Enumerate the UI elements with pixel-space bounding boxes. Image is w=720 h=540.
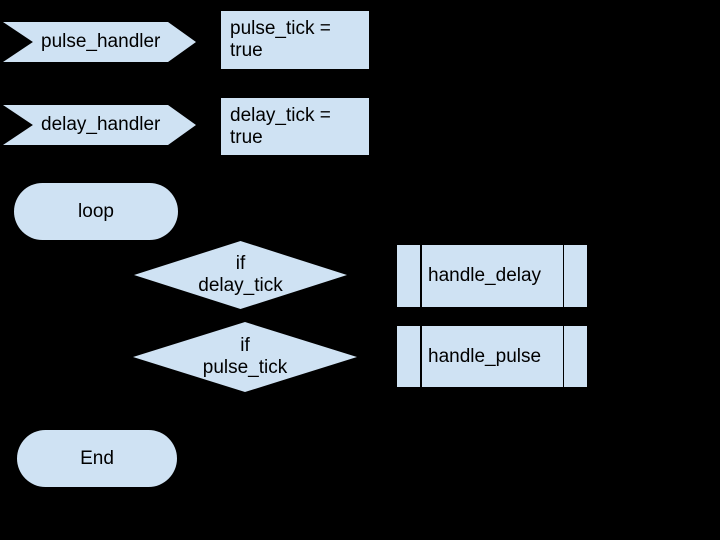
node-if-delay-tick-decision: if delay_tick [134,241,347,309]
node-end-label: End [80,447,114,469]
subroutine-inner-line-right [562,326,564,387]
node-pulse-tick-assignment-line1: pulse_tick = [230,18,331,39]
node-delay-tick-assignment-line2: true [230,126,263,148]
node-pulse-handler: pulse_handler [3,22,196,62]
node-if-pulse-tick-line1: if [240,335,250,356]
node-pulse-tick-assignment-line2: true [230,40,263,61]
node-handle-delay-subroutine: handle_delay [397,245,587,307]
node-delay-tick-assignment: delay_tick = true [221,98,369,155]
node-loop-label: loop [78,200,114,222]
node-delay-handler-label: delay_handler [41,114,161,135]
subroutine-inner-line-left [420,245,422,307]
node-handle-pulse-label: handle_pulse [428,345,542,367]
subroutine-inner-line-right [562,245,564,307]
node-pulse-tick-assignment: pulse_tick = true [221,11,369,69]
node-if-delay-tick-line1: if [235,253,246,274]
node-delay-tick-assignment-line1: delay_tick = [230,104,331,126]
node-end-terminator: End [17,430,177,487]
node-handle-pulse-subroutine: handle_pulse [397,326,587,387]
node-delay-handler: delay_handler [3,105,196,145]
node-if-pulse-tick-line2: pulse_tick [202,357,288,378]
node-if-pulse-tick-decision: if pulse_tick [133,322,357,392]
node-pulse-handler-label: pulse_handler [41,31,161,52]
node-handle-delay-label: handle_delay [428,265,542,286]
node-if-delay-tick-line2: delay_tick [198,275,283,296]
node-loop-terminator: loop [14,183,178,240]
subroutine-inner-line-left [420,326,422,387]
